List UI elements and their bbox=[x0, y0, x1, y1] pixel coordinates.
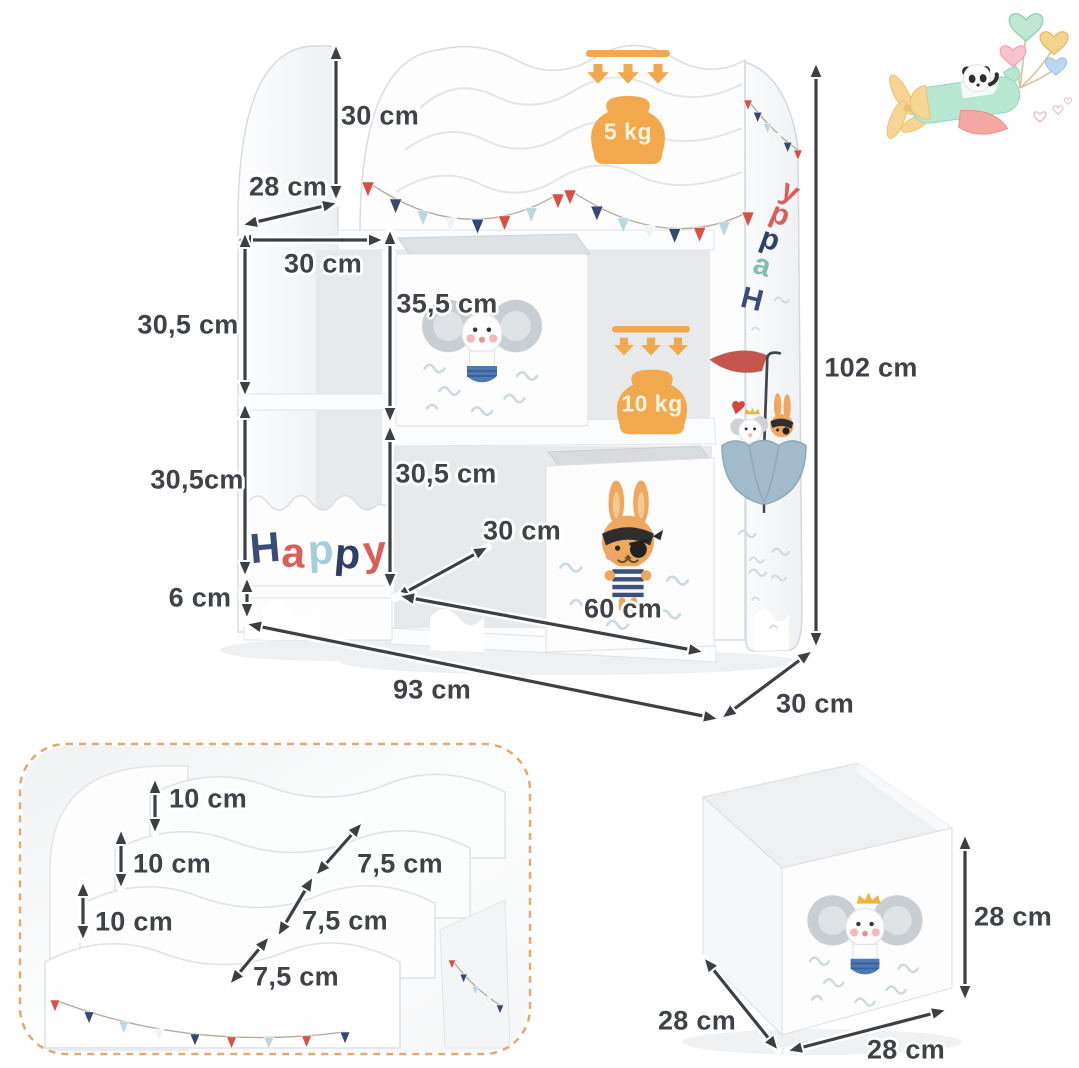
dim-label-side-depth: 28 cm bbox=[248, 171, 328, 202]
dimension-arrow bbox=[957, 831, 973, 1004]
base-cutout bbox=[430, 608, 484, 652]
dimension-arrows bbox=[75, 41, 973, 1055]
cubby-shelf bbox=[237, 393, 393, 411]
dimension-arrow bbox=[700, 954, 782, 1054]
dimension-arrow bbox=[718, 647, 816, 722]
dim-label-middle-height: 30,5 cm bbox=[395, 458, 497, 489]
inset-dashed-border bbox=[18, 742, 532, 1056]
happy-letter: H bbox=[247, 522, 283, 573]
dim-label-slot2: 7,5 cm bbox=[302, 905, 388, 936]
dim-label-arch-height: 30 cm bbox=[340, 100, 420, 131]
heart-balloon-pink bbox=[999, 45, 1027, 68]
elephant-bin bbox=[395, 233, 591, 427]
weight-5kg-icon bbox=[586, 50, 670, 164]
bunting-flags-icon bbox=[447, 959, 505, 1015]
heart-balloon-yellow bbox=[1039, 31, 1069, 56]
dimension-arrow bbox=[226, 933, 273, 988]
dimension-arrow bbox=[243, 619, 722, 724]
heart-balloon-mint bbox=[1008, 12, 1044, 42]
happy-letter: y bbox=[361, 526, 388, 575]
dim-label-bin-height: 35,5 cm bbox=[396, 288, 498, 319]
dim-label-cube-height: 28 cm bbox=[973, 901, 1053, 932]
happy-text-front: H a p p y bbox=[247, 522, 388, 578]
dimension-arrow bbox=[382, 422, 398, 592]
bunting-flags-icon bbox=[563, 189, 755, 245]
bunting-flags-icon bbox=[49, 999, 351, 1051]
pirate-bunny-bin bbox=[545, 445, 715, 653]
bunting-flags-icon bbox=[743, 99, 803, 162]
dimension-arrow bbox=[239, 198, 341, 230]
panda-plane-illustration bbox=[886, 12, 1073, 139]
dim-label-big-bin-width: 60 cm bbox=[583, 593, 663, 624]
dimension-arrow bbox=[239, 574, 255, 622]
storage-cube-illustration bbox=[682, 762, 962, 1055]
dimension-arrow bbox=[274, 873, 317, 940]
dimension-arrow bbox=[237, 400, 253, 580]
capacity-label-5kg: 5 kg bbox=[603, 118, 653, 145]
dimension-arrow bbox=[382, 226, 398, 426]
inset-closeup bbox=[18, 742, 532, 1056]
capacity-label-10kg: 10 kg bbox=[621, 390, 683, 417]
dim-label-foot-height: 6 cm bbox=[168, 582, 232, 613]
dim-label-tier3: 10 cm bbox=[94, 906, 174, 937]
bunting-flags-icon bbox=[361, 181, 565, 236]
dim-label-total-width: 93 cm bbox=[392, 674, 472, 705]
dimension-arrow bbox=[396, 591, 707, 657]
panda-icon bbox=[962, 64, 999, 93]
dimension-arrow bbox=[808, 59, 824, 651]
upper-cubby bbox=[316, 250, 382, 394]
dim-label-upper-height: 30,5 cm bbox=[137, 309, 239, 340]
wavy-tier-lines bbox=[395, 76, 743, 194]
happy-letter: p bbox=[306, 525, 335, 574]
dimension-arrow bbox=[75, 878, 91, 944]
dimension-arrow bbox=[113, 826, 129, 892]
dimension-arrow bbox=[784, 1006, 950, 1055]
wave-marks bbox=[749, 296, 790, 629]
dimension-arrow bbox=[147, 775, 163, 837]
storage-organizer-illustration bbox=[220, 44, 808, 675]
toy-plane bbox=[886, 64, 1021, 139]
dim-label-lower-height: 30,5cm bbox=[150, 464, 244, 495]
dim-label-shelf-depth: 30 cm bbox=[482, 515, 562, 546]
dimension-arrow bbox=[312, 819, 366, 879]
dim-label-tier1: 10 cm bbox=[168, 783, 248, 814]
weight-10kg-icon bbox=[612, 326, 690, 435]
dim-label-base-depth: 30 cm bbox=[775, 688, 855, 719]
dim-label-slot3: 7,5 cm bbox=[253, 961, 339, 992]
dim-label-cubby-width: 30 cm bbox=[283, 248, 363, 279]
arched-side-panel bbox=[237, 45, 339, 633]
right-column bbox=[359, 44, 808, 663]
side-panel bbox=[708, 60, 808, 652]
dimension-arrow bbox=[237, 229, 253, 400]
dim-label-cube-width: 28 cm bbox=[866, 1034, 946, 1065]
side-foot-cutout bbox=[754, 608, 789, 651]
dim-label-total-height: 102 cm bbox=[824, 352, 918, 383]
dimension-arrow bbox=[328, 41, 344, 204]
happy-letter: p bbox=[333, 528, 363, 579]
happy-letter: a bbox=[280, 528, 308, 577]
dim-label-tier2: 10 cm bbox=[132, 848, 212, 879]
happy-bin bbox=[245, 494, 389, 587]
left-column bbox=[237, 45, 393, 641]
dim-label-cube-depth: 28 cm bbox=[657, 1005, 737, 1036]
dim-label-slot1: 7,5 cm bbox=[357, 848, 443, 879]
